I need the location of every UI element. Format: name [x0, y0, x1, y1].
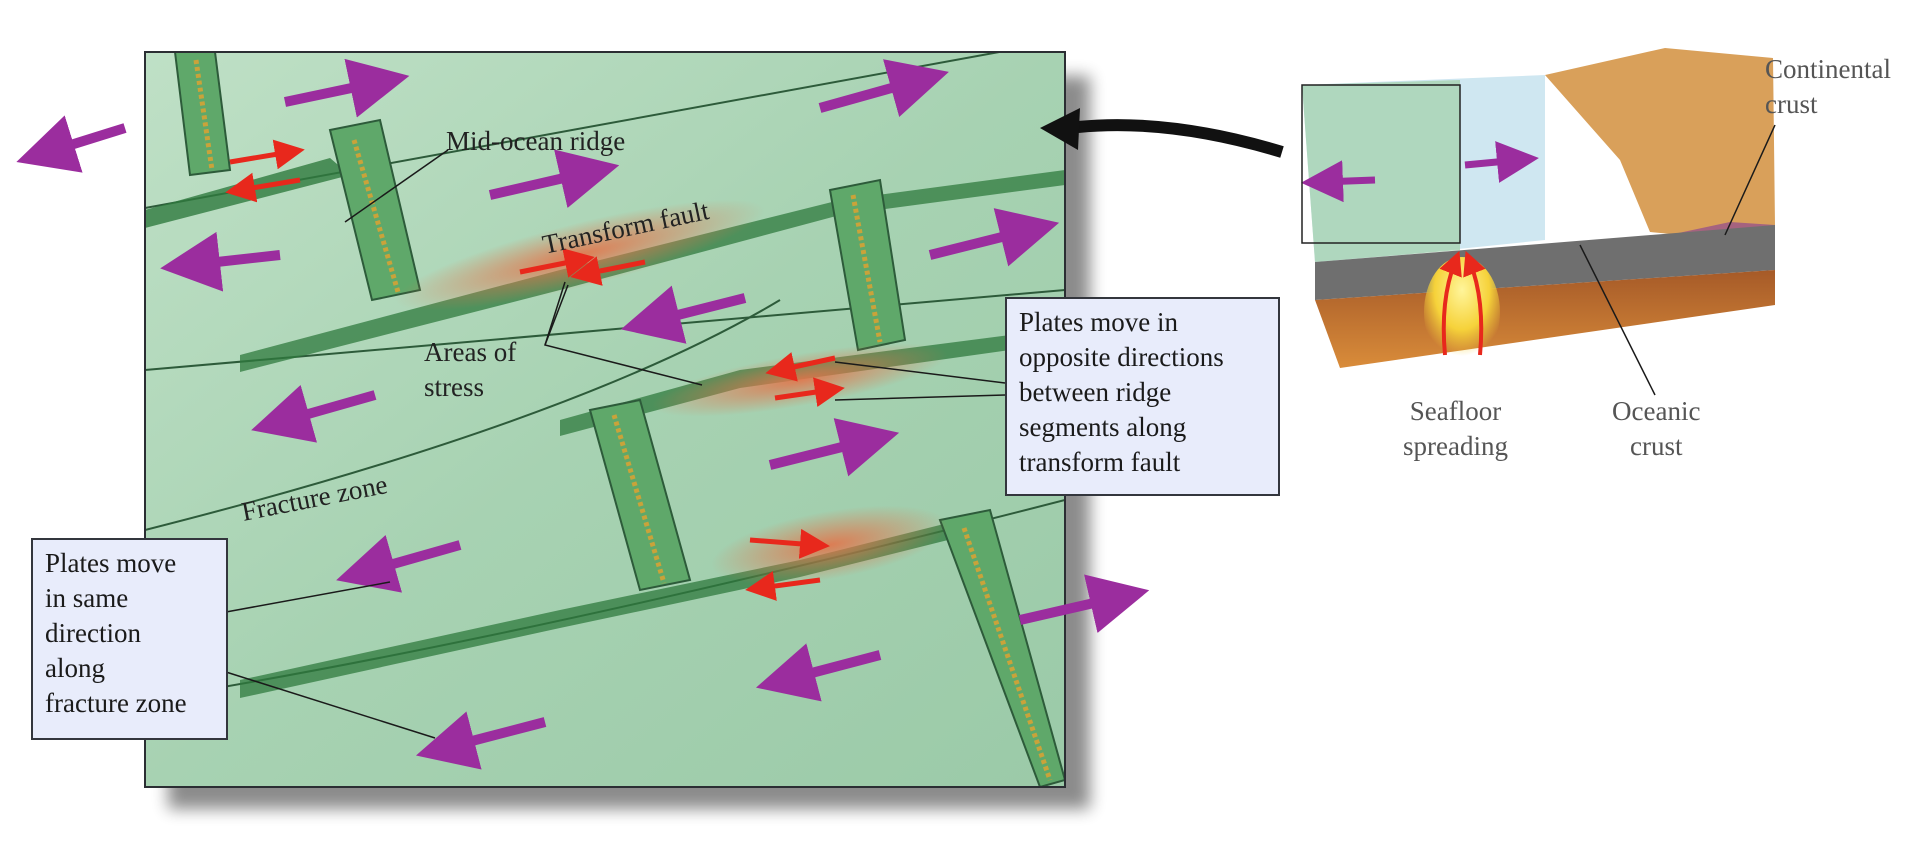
sea-floor-panel — [145, 52, 1065, 787]
callout-line: direction — [45, 618, 141, 648]
callout-line: fracture zone — [45, 688, 187, 718]
seafloor-spreading-line-1: Seafloor — [1409, 396, 1502, 426]
callout-line: transform fault — [1019, 447, 1181, 477]
stress-zone — [711, 505, 949, 585]
plate-motion-arrow — [415, 711, 547, 770]
zoom-pointer-arrowhead — [1040, 108, 1080, 150]
plate-motion-arrow — [755, 643, 882, 702]
plate-motion-arrow — [1464, 141, 1539, 183]
oceanic-crust-line-2: crust — [1629, 431, 1683, 461]
same-direction-callout: Plates move in same direction along frac… — [31, 538, 228, 740]
crust-front-face — [1315, 225, 1775, 300]
zoom-region-frame — [1301, 84, 1461, 244]
leader-line — [1724, 124, 1776, 236]
mid-ocean-ridge-label: Mid-ocean ridge — [446, 126, 626, 156]
seafloor-spreading-label: Seafloor spreading — [1403, 394, 1508, 464]
stress-zone — [652, 343, 948, 417]
callout-line: in same — [45, 583, 129, 613]
opposite-directions-callout: Plates move in opposite directions betwe… — [1005, 297, 1280, 496]
leader-line — [225, 581, 391, 613]
callout-line: along — [45, 653, 105, 683]
stress-arrow — [765, 352, 836, 382]
ridge-rift — [850, 194, 883, 343]
leader-line — [834, 361, 1006, 384]
stress-arrow — [225, 172, 301, 203]
upwelling-arrow — [1439, 250, 1462, 356]
callout-line: segments along — [1019, 412, 1187, 442]
plate-motion-arrow — [251, 384, 377, 443]
plate-motion-arrow — [16, 115, 127, 173]
oceanic-crust-label: Oceanic crust — [1612, 394, 1700, 464]
plate-motion-arrow — [818, 59, 949, 117]
areas-of-stress-line-1: Areas of — [424, 337, 517, 367]
callout-line: Plates move — [45, 548, 177, 578]
leader-line — [1579, 244, 1656, 396]
upwelling-arrow — [1463, 250, 1486, 356]
callout-line: between ridge — [1019, 377, 1172, 407]
plate-motion-arrow — [1018, 574, 1150, 633]
continental-crust-line-2: crust — [1765, 89, 1818, 119]
ridge-rift — [611, 414, 667, 584]
continental-crust-line-1: Continental — [1765, 54, 1891, 84]
stress-arrow — [519, 248, 595, 278]
plate-motion-arrow — [488, 149, 620, 208]
oceanic-crust-line-1: Oceanic — [1612, 396, 1701, 426]
zoom-pointer-arrow — [1077, 119, 1284, 158]
areas-of-stress-label: Areas of stress — [424, 335, 516, 405]
stress-arrow — [774, 377, 845, 408]
plate-motion-arrow — [768, 418, 900, 477]
stress-arrow — [229, 139, 305, 170]
ridge-plates-inset — [1302, 80, 1460, 262]
callout-line: Plates move in — [1019, 307, 1178, 337]
ridge-rift — [351, 139, 401, 293]
leader-line — [344, 149, 449, 223]
leader-line — [225, 671, 436, 739]
leader-line — [544, 284, 569, 346]
block-diagram — [1301, 48, 1776, 396]
leader-line — [834, 394, 1006, 401]
stress-arrow — [570, 256, 646, 286]
plate-motion-arrow — [336, 534, 462, 593]
plate-motion-arrow — [620, 285, 747, 344]
ridge-segment — [173, 52, 232, 177]
callout-line: opposite directions — [1019, 342, 1224, 372]
stress-arrow — [749, 528, 830, 559]
plate-motion-arrow — [283, 58, 410, 118]
ridge-rift — [193, 59, 215, 171]
plate-motion-arrow — [1301, 160, 1376, 203]
continent-top — [1545, 48, 1775, 238]
areas-of-stress-line-2: stress — [424, 372, 484, 402]
fracture-zone-line — [145, 299, 781, 531]
ridge-rift — [961, 527, 1053, 781]
stress-arrow — [745, 571, 821, 601]
magma-plume — [1424, 257, 1500, 367]
seafloor-spreading-line-2: spreading — [1403, 431, 1508, 461]
continental-crust-label: Continental crust — [1765, 52, 1891, 122]
plate-motion-arrow — [928, 208, 1060, 267]
escarpment — [240, 170, 1065, 372]
plate-motion-arrow — [160, 231, 281, 292]
